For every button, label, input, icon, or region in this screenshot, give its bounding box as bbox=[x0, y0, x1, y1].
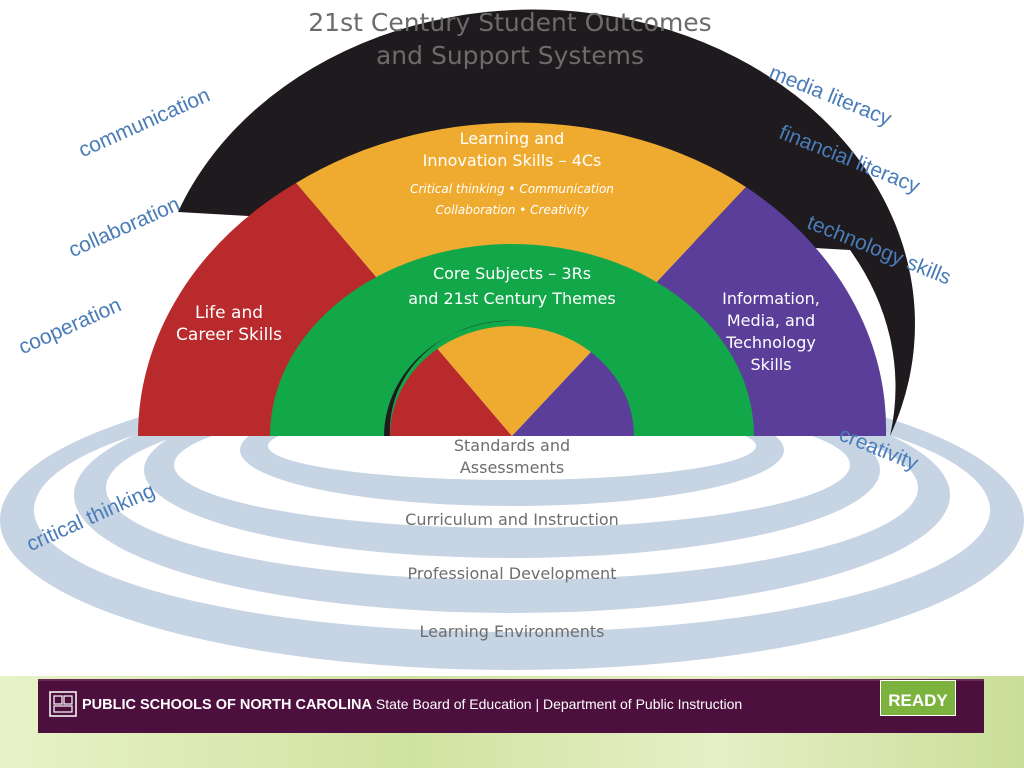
footer-text: PUBLIC SCHOOLS OF NORTH CAROLINA State B… bbox=[82, 696, 742, 713]
arch-info-media-tech bbox=[512, 187, 887, 436]
title-line-1: 21st Century Student Outcomes bbox=[308, 8, 712, 37]
diagram-title: 21st Century Student Outcomes and Suppor… bbox=[230, 6, 790, 72]
arch-life-career bbox=[138, 183, 512, 436]
title-line-2: and Support Systems bbox=[375, 41, 644, 70]
footer-bar bbox=[38, 679, 984, 733]
ready-badge: READY bbox=[880, 680, 956, 716]
footer-seal-icon bbox=[49, 691, 77, 717]
footer-org: PUBLIC SCHOOLS OF NORTH CAROLINA bbox=[82, 697, 372, 713]
arch-core-subjects bbox=[270, 244, 754, 436]
footer-dept: State Board of Education | Department of… bbox=[375, 696, 743, 712]
